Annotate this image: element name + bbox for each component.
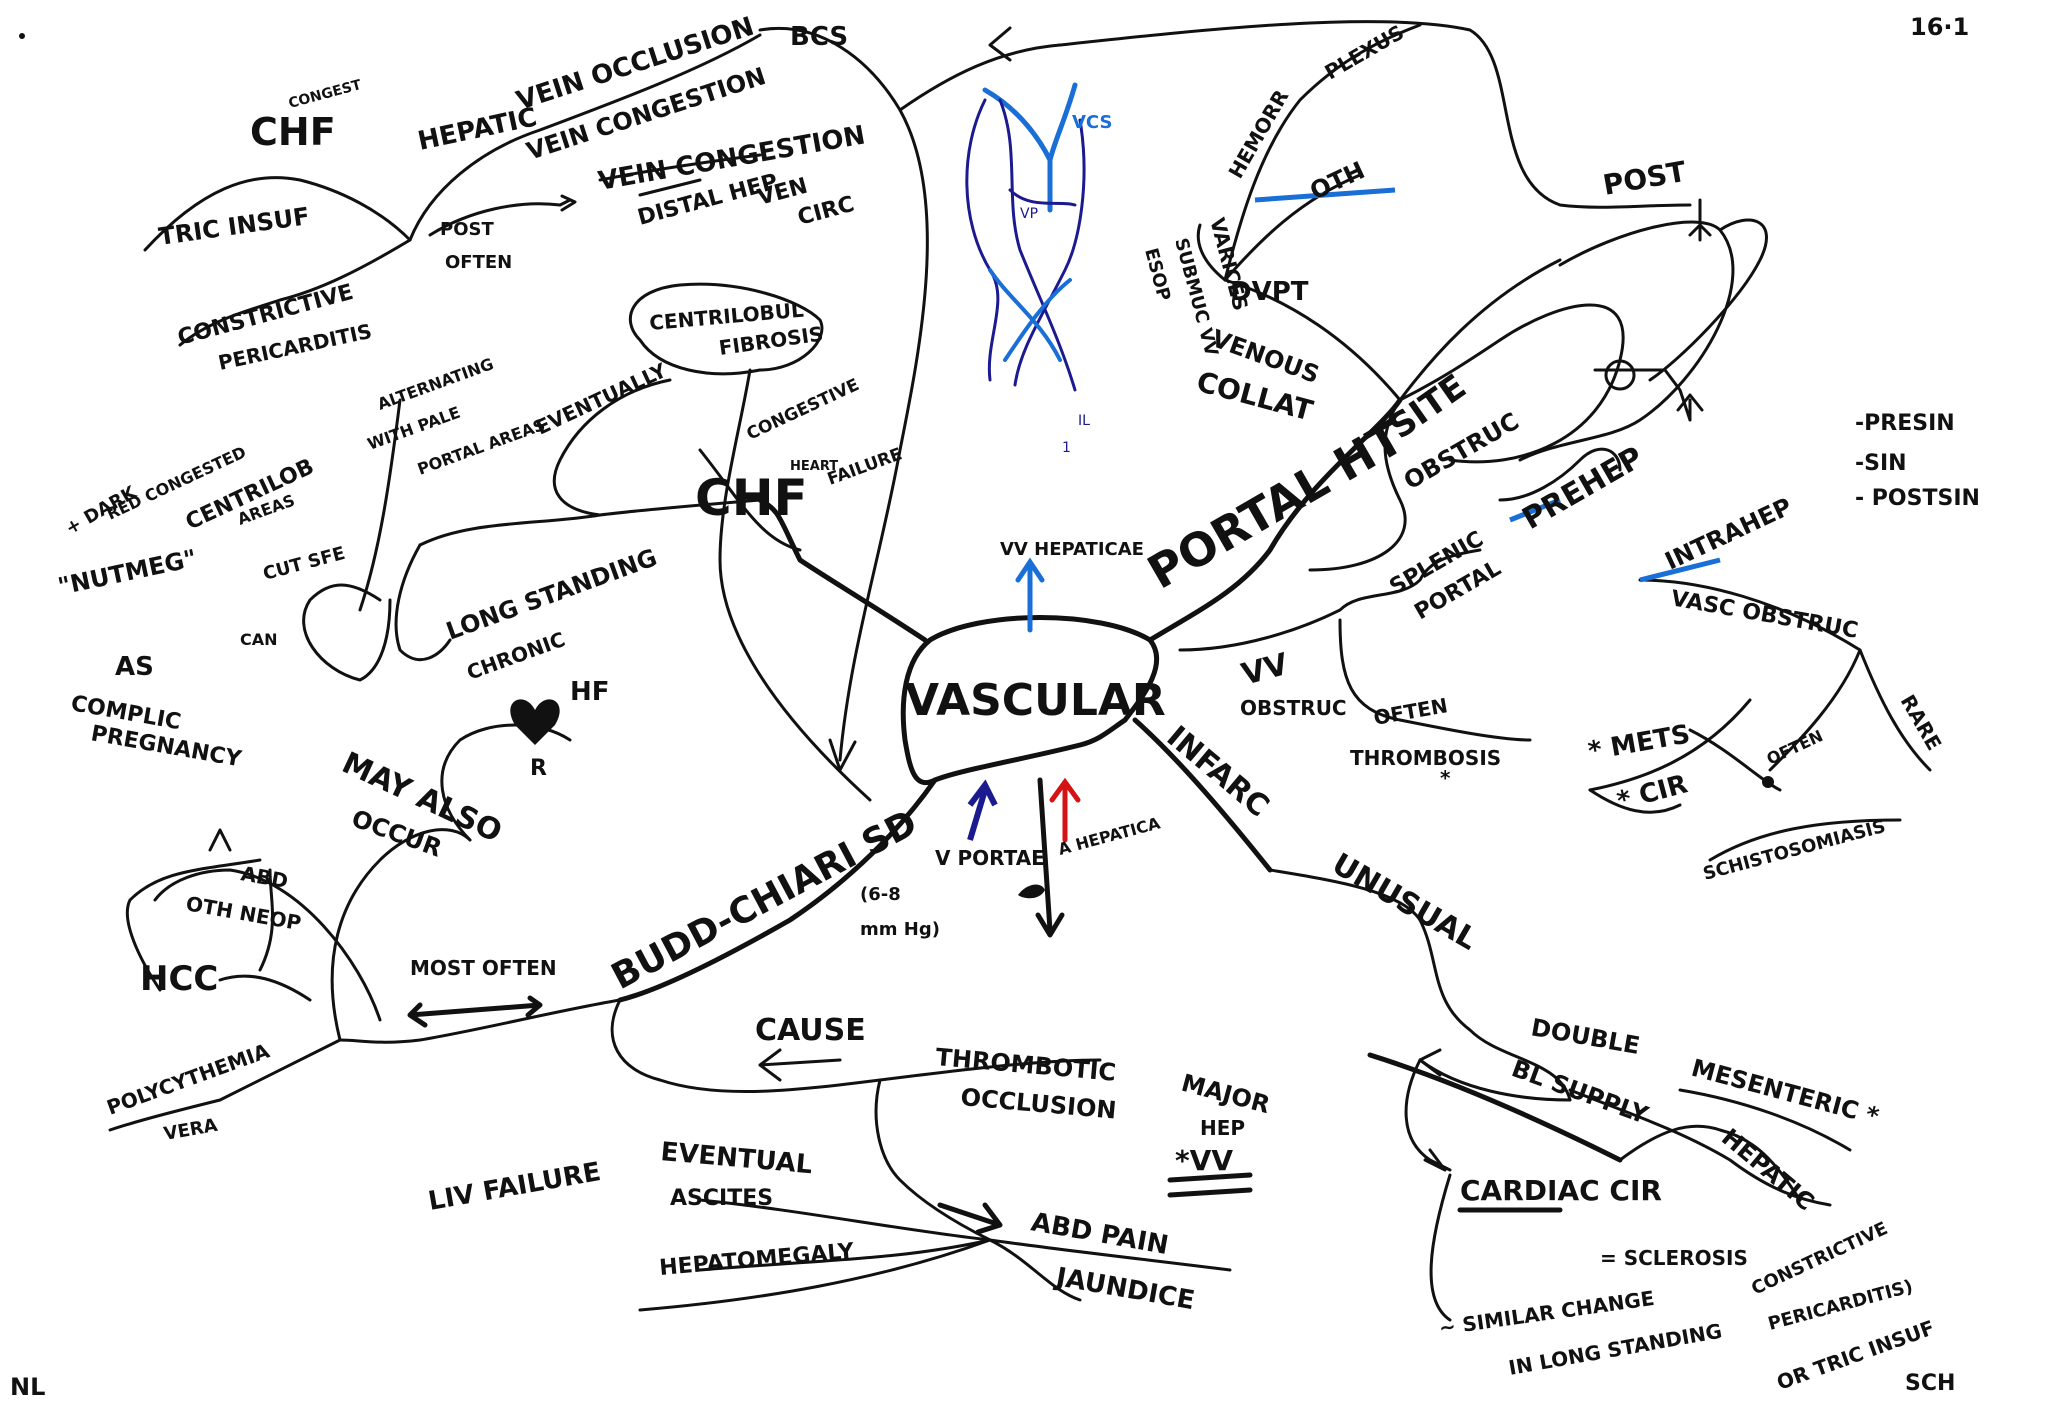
sclerosis-label: = SCLEROSIS xyxy=(1600,1246,1748,1270)
tric-insuf-label: TRIC INSUF xyxy=(157,202,311,251)
portal-ht-cluster: PORTAL HT SITE VARICES HEMORR PLEXUS SUB… xyxy=(1139,20,1980,885)
rare-label: RARE xyxy=(1896,691,1947,755)
chf-main-label: CHF xyxy=(695,469,808,527)
cardiac-cir-label: CARDIAC CIR xyxy=(1460,1174,1662,1207)
cut-sfe-label: CUT SFE xyxy=(261,543,348,585)
vv-obstruc-label: OBSTRUC xyxy=(1240,696,1347,720)
liv-failure-label: LIV FAILURE xyxy=(426,1157,603,1217)
heart-label: HEART xyxy=(790,459,838,474)
occlusion-label: OCCLUSION xyxy=(959,1083,1117,1125)
hepatic-label: HEPATIC xyxy=(1716,1123,1819,1216)
infarc-cluster: INFARC UNUSUAL DOUBLE MESENTERIC * BL SU… xyxy=(1132,717,1938,1395)
cause-label: CAUSE xyxy=(755,1013,866,1048)
a-hepatica-arrow xyxy=(1049,777,1081,843)
hemorr-label: HEMORR xyxy=(1224,86,1294,183)
often-thrombosis-label: OFTEN xyxy=(1372,693,1450,730)
often-label: OFTEN xyxy=(1764,726,1826,768)
vv-hepaticae-arrow xyxy=(1015,557,1045,633)
dvpt-label: DVPT xyxy=(1230,277,1309,307)
cir-dot xyxy=(1762,776,1774,788)
chf-top-label: CHF xyxy=(250,110,336,154)
hep-label: HEP xyxy=(1200,1116,1245,1140)
as-label: AS xyxy=(115,652,154,682)
chf-cluster: EVENTUALLY CENTRILOBUL FIBROSIS CHF CONG… xyxy=(55,282,928,802)
most-often-label: MOST OFTEN xyxy=(410,956,557,980)
vasc-obstruc-label: VASC OBSTRUC xyxy=(1669,586,1860,644)
oth-label: OTH xyxy=(1306,156,1369,205)
thrombosis-label: THROMBOSIS xyxy=(1350,746,1501,770)
hepatomegaly-label: HEPATOMEGALY xyxy=(658,1239,856,1281)
eventual-label: EVENTUAL xyxy=(659,1137,813,1180)
congestive-label: CONGESTIVE xyxy=(744,375,863,445)
liver-vein-sketch: VCS VP IL 1 xyxy=(965,82,1112,456)
bcs-label: BCS xyxy=(790,22,848,52)
double-label: DOUBLE xyxy=(1529,1013,1642,1060)
congest-label: CONGEST xyxy=(287,77,364,112)
post-label: POST xyxy=(440,219,494,240)
sin-label: -SIN xyxy=(1855,451,1907,476)
portal-ht-label: PORTAL HT xyxy=(1139,410,1413,599)
node-circle xyxy=(1604,359,1636,391)
post-underline xyxy=(1254,187,1396,203)
hcc-label: HCC xyxy=(140,959,218,999)
down-arrow xyxy=(1035,777,1065,938)
postsin-label: - POSTSIN xyxy=(1855,486,1980,511)
bcs-branch xyxy=(758,27,929,762)
hf-label: HF xyxy=(570,677,610,707)
similar-change-label: ~ SIMILAR CHANGE xyxy=(1437,1286,1655,1340)
r-label: R xyxy=(530,756,547,781)
oval-mark xyxy=(1018,884,1045,899)
il-label: IL xyxy=(1078,413,1090,429)
central-node-outline xyxy=(900,615,1160,785)
vv-label: VV xyxy=(1238,647,1293,693)
vv-bottom-label: *VV xyxy=(1175,1144,1233,1177)
mmhg-bottom-label: mm Hg) xyxy=(860,919,940,940)
v-portae-label: V PORTAE xyxy=(935,846,1045,870)
major-label: MAJOR xyxy=(1178,1069,1272,1119)
unusual-label: UNUSUAL xyxy=(1326,847,1483,958)
mmhg-top-label: (6-8 xyxy=(860,884,901,905)
thrombosis-star: * xyxy=(1440,766,1451,790)
intrahep-label: INTRAHEP xyxy=(1661,492,1797,575)
corner-dot xyxy=(19,33,25,39)
bcs-top-arrow xyxy=(898,26,1062,112)
in-long-standing-label: IN LONG STANDING xyxy=(1507,1319,1724,1380)
page-number: 16·1 xyxy=(1910,13,1969,41)
can-label: CAN xyxy=(240,630,278,649)
presin-label: -PRESIN xyxy=(1855,411,1955,436)
vera-label: VERA xyxy=(162,1115,219,1145)
budd-chiari-cluster: BUDD-CHIARI SD MAY ALSO OCCUR AS COMPLIC… xyxy=(69,652,1273,1316)
central-label: VASCULAR xyxy=(905,675,1166,726)
vv-hepaticae-label: VV HEPATICAE xyxy=(1000,539,1144,560)
ascites-label: ASCITES xyxy=(670,1186,773,1211)
author-initials-right: SCH xyxy=(1905,1371,1955,1396)
alternating-label: ALTERNATING xyxy=(375,354,496,414)
v-portae-arrow xyxy=(967,779,998,841)
post-label: POST xyxy=(1600,155,1688,202)
vp-label: VP xyxy=(1020,206,1038,222)
portal-top-loop xyxy=(1058,20,1692,209)
abd-label: ABD xyxy=(239,861,290,893)
thrombotic-label: THROMBOTIC xyxy=(934,1043,1117,1087)
often-label: OFTEN xyxy=(445,252,512,273)
nutmeg-label: "NUTMEG" xyxy=(55,544,199,601)
a-hepatica-label: A HEPATICA xyxy=(1056,813,1163,859)
oth-neop-label: OTH NEOP xyxy=(184,891,303,935)
cir-label: * CIR xyxy=(1614,769,1691,816)
plexus-label: PLEXUS xyxy=(1321,20,1408,84)
vcs-label: VCS xyxy=(1072,112,1112,133)
jaundice-label: JAUNDICE xyxy=(1052,1262,1197,1316)
author-initials-left: NL xyxy=(10,1373,45,1401)
prehep-underline xyxy=(1509,497,1561,523)
one-label: 1 xyxy=(1062,440,1071,456)
heart-icon xyxy=(510,699,560,745)
intrahep-underline xyxy=(1639,557,1721,583)
eventually-label: EVENTUALLY xyxy=(532,358,671,440)
esop-label: ESOP xyxy=(1140,246,1174,303)
